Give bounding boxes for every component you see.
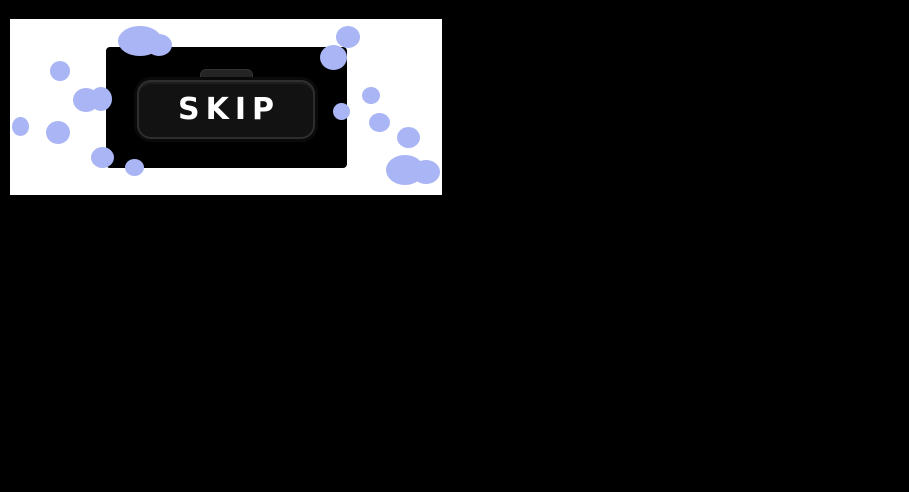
paint-blob (73, 88, 99, 112)
skip-panel: SKIP (106, 47, 347, 168)
paint-blob (12, 117, 29, 136)
paint-blob (50, 61, 70, 81)
drawing-canvas[interactable]: SKIP (10, 19, 442, 195)
skip-button[interactable]: SKIP (137, 80, 315, 139)
paint-blob (46, 121, 70, 144)
paint-blob (386, 155, 424, 185)
paint-blob (412, 160, 440, 184)
paint-blob (397, 127, 420, 148)
paint-blob (336, 26, 360, 48)
paint-blob (369, 113, 390, 132)
paint-blob (362, 87, 380, 104)
